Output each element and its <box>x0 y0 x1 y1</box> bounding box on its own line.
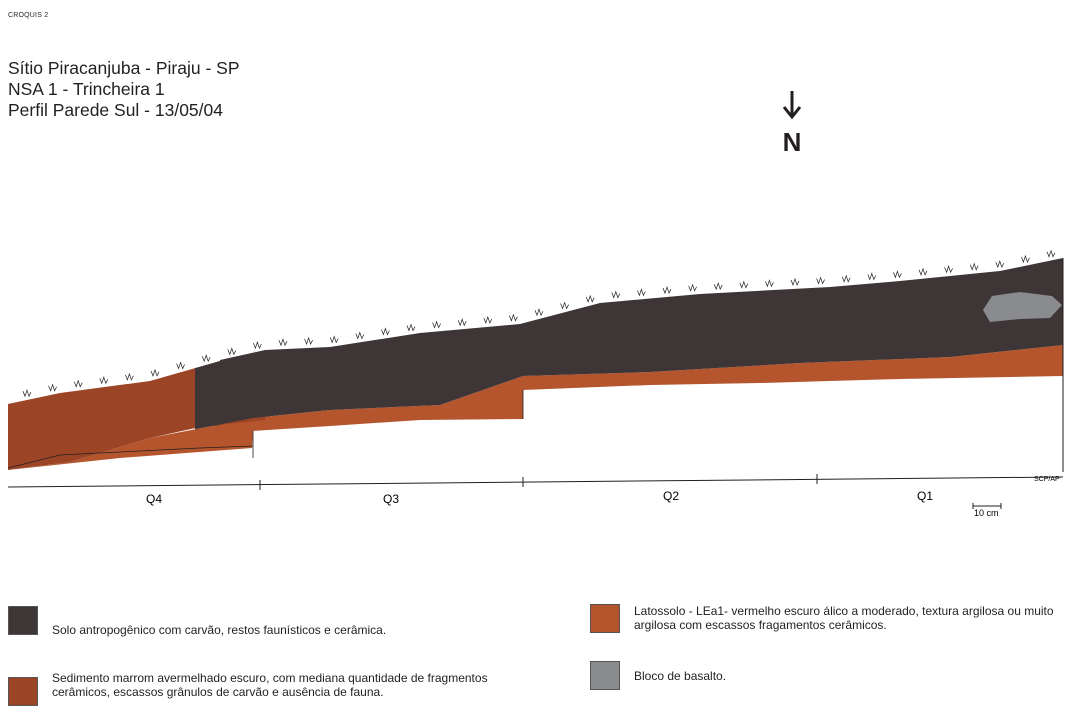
grass-mark <box>560 301 569 310</box>
grass-mark <box>457 318 467 327</box>
grass-mark <box>765 279 774 288</box>
scale-label: 10 cm <box>974 508 999 518</box>
legend-swatch-reddish-sediment <box>8 677 38 706</box>
legend-swatch-basalt <box>590 661 620 690</box>
grass-mark <box>150 368 160 377</box>
profile-title: Perfil Parede Sul - 13/05/04 <box>8 100 223 120</box>
quadrant-label-q4: Q4 <box>146 492 162 506</box>
legend-swatch-anthropogenic <box>8 606 38 635</box>
grass-mark <box>867 272 877 281</box>
trench-title: NSA 1 - Trincheira 1 <box>8 79 165 99</box>
grass-mark <box>585 294 595 303</box>
legend-item-anthropogenic: Solo antropogênico com carvão, restos fa… <box>8 606 528 637</box>
grass-mark <box>918 267 928 276</box>
grass-mark <box>790 277 800 286</box>
grass-mark <box>969 262 979 271</box>
grass-mark <box>1021 254 1030 263</box>
grass-mark <box>944 265 953 274</box>
grass-mark <box>995 260 1005 269</box>
grass-mark <box>662 285 672 295</box>
north-arrow-icon <box>782 91 802 120</box>
grass-mark <box>893 270 902 279</box>
site-title: Sítio Piracanjuba - Piraju - SP <box>8 58 240 78</box>
grass-mark <box>739 280 749 289</box>
legend-item-reddish-sediment: Sedimento marrom avermelhado escuro, com… <box>8 671 498 706</box>
latosol-layer <box>8 345 1063 470</box>
legend-text-latosol: Latossolo - LEa1- vermelho escuro álico … <box>634 604 1054 632</box>
basalt-block <box>983 292 1062 322</box>
grass-mark <box>99 376 109 385</box>
grass-mark <box>432 320 441 329</box>
grass-mark <box>253 340 262 350</box>
grass-mark <box>22 389 32 398</box>
grass-mark <box>227 347 237 356</box>
grass-mark <box>483 315 493 325</box>
grass-mark <box>637 288 646 297</box>
grass-mark <box>611 290 621 299</box>
legend-item-basalt: Bloco de basalto. <box>590 661 890 690</box>
grass-mark <box>534 308 544 317</box>
grass-mark <box>841 274 851 283</box>
legend-text-anthropogenic: Solo antropogênico com carvão, restos fa… <box>52 623 387 637</box>
trench-step-outline <box>252 390 524 458</box>
grass-mark <box>125 372 134 381</box>
surface-vegetation-marks <box>22 249 1056 398</box>
grass-mark <box>406 323 416 332</box>
legend-swatch-latosol <box>590 604 620 633</box>
legend-text-basalt: Bloco de basalto. <box>634 669 727 683</box>
grass-mark <box>688 283 697 292</box>
credit-label: SCP/AP <box>1034 476 1060 483</box>
legend-item-latosol: Latossolo - LEa1- vermelho escuro álico … <box>590 604 1085 633</box>
quadrant-label-q3: Q3 <box>383 492 399 506</box>
grass-mark <box>304 336 313 346</box>
legend-text-reddish-sediment: Sedimento marrom avermelhado escuro, com… <box>52 671 488 699</box>
grass-mark <box>278 338 288 347</box>
grass-mark <box>73 379 83 388</box>
north-label: N <box>782 127 802 157</box>
grass-mark <box>509 313 518 322</box>
profile-baseline <box>7 476 1064 488</box>
quadrant-label-q2: Q2 <box>663 489 679 503</box>
quadrant-label-q1: Q1 <box>917 489 933 503</box>
croquis-label: CROQUIS 2 <box>8 12 49 19</box>
grass-mark <box>48 383 57 392</box>
grass-mark <box>176 361 185 370</box>
grass-mark <box>381 327 390 336</box>
grass-mark <box>816 276 825 285</box>
north-indicator: N <box>772 90 812 155</box>
layer-boundary-line <box>7 445 254 469</box>
grass-mark <box>201 354 211 363</box>
grass-mark <box>713 281 723 291</box>
title-block: Sítio Piracanjuba - Piraju - SP NSA 1 - … <box>8 58 240 121</box>
grass-mark <box>1046 249 1056 258</box>
anthropogenic-layer <box>215 258 1063 426</box>
grass-mark <box>329 335 339 344</box>
grass-mark <box>355 331 365 340</box>
